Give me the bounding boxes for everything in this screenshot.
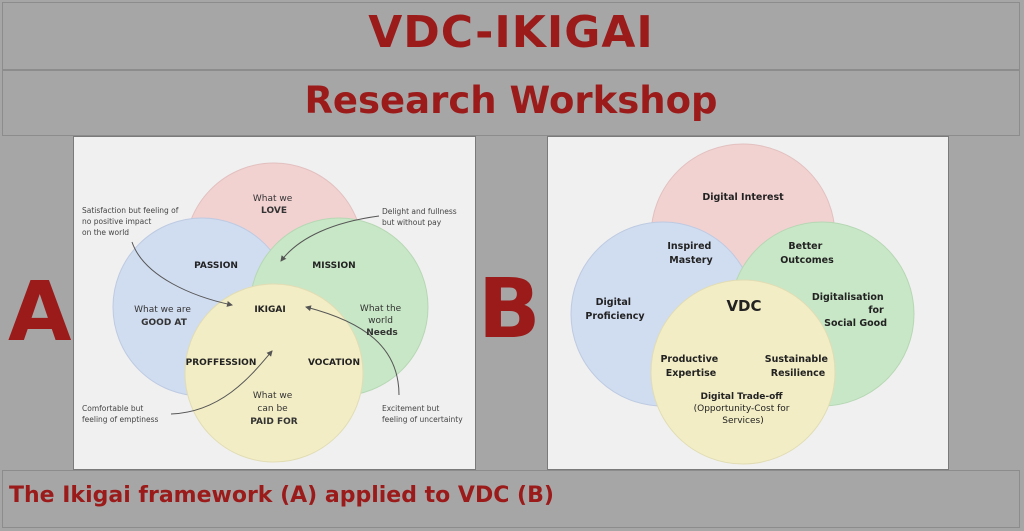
sustainable-resilience-label: Sustainable Resilience	[765, 354, 831, 379]
note-arrow-bottom-left	[170, 350, 273, 415]
productive-expertise-label: Productive Expertise	[660, 354, 721, 379]
note-top-right: Delight and fullness but without pay	[382, 207, 459, 227]
circle-trade-off	[650, 279, 836, 465]
ikigai-diagram: What we LOVE What we are GOOD AT What th…	[82, 162, 463, 463]
panel-b-letter: B	[478, 262, 541, 357]
vocation-label: VOCATION	[308, 358, 360, 368]
panel-a: What we LOVE What we are GOOD AT What th…	[73, 136, 476, 470]
note-arrow-top-left	[131, 241, 233, 307]
inspired-mastery-label: Inspired Mastery	[667, 241, 714, 266]
ikigai-label: IKIGAI	[254, 305, 285, 315]
note-bottom-left: Comfortable but feeling of emptiness	[82, 404, 159, 424]
better-outcomes-label: Better Outcomes	[780, 241, 834, 266]
page-subtitle: Research Workshop	[304, 79, 718, 122]
circle-paid-for	[184, 283, 364, 463]
passion-label: PASSION	[194, 261, 238, 271]
mission-label: MISSION	[312, 261, 355, 271]
title-band: VDC-IKIGAI	[2, 2, 1020, 70]
love-label: What we LOVE	[253, 194, 295, 216]
proffession-label: PROFFESSION	[186, 358, 257, 368]
social-good-label: Digitalisation for Social Good	[812, 292, 887, 329]
subtitle-band: Research Workshop	[2, 70, 1020, 136]
vdc-diagram: Digital Interest Digital Proficiency Dig…	[570, 143, 915, 465]
page-title: VDC-IKIGAI	[368, 7, 654, 58]
good-at-label: What we are GOOD AT	[134, 305, 194, 328]
trade-off-label: Digital Trade-off (Opportunity-Cost for …	[694, 392, 793, 426]
note-bottom-right: Excitement but feeling of uncertainty	[382, 404, 463, 424]
caption-band: The Ikigai framework (A) applied to VDC …	[2, 470, 1020, 528]
paid-for-label: What we can be PAID FOR	[250, 391, 297, 427]
figure-caption: The Ikigai framework (A) applied to VDC …	[9, 483, 554, 508]
vdc-label: VDC	[726, 297, 761, 315]
note-top-left: Satisfaction but feeling of no positive …	[82, 206, 181, 237]
digital-proficiency-label: Digital Proficiency	[585, 297, 645, 322]
digital-interest-label: Digital Interest	[702, 192, 784, 203]
note-arrow-top-right	[280, 215, 380, 262]
needs-label: What the world Needs	[360, 304, 404, 338]
note-arrow-bottom-right	[305, 305, 400, 396]
panel-a-letter: A	[8, 265, 72, 360]
